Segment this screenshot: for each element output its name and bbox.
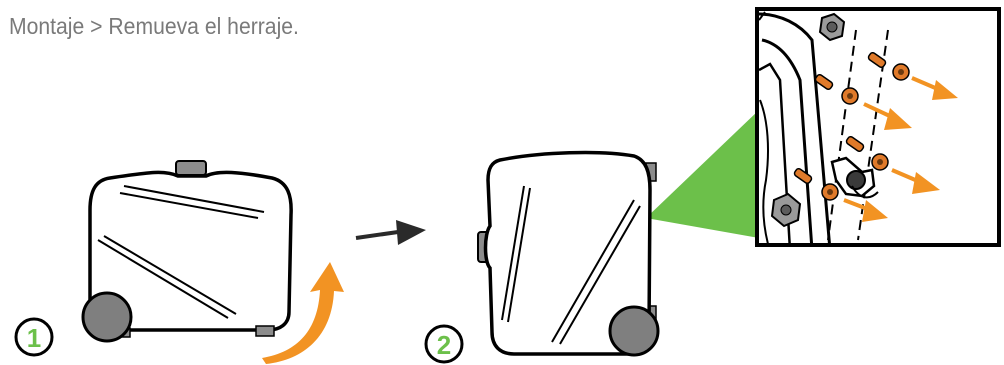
rotate-arrow-icon — [262, 262, 344, 364]
frame-edge — [759, 62, 791, 243]
reflection-line — [507, 187, 531, 323]
bolt — [867, 51, 887, 69]
wheel — [608, 305, 660, 357]
removal-arrow — [891, 168, 940, 194]
step-2-illustration — [477, 150, 660, 357]
orange-nut — [892, 63, 910, 81]
reflection-line — [559, 205, 641, 345]
reflection-line — [551, 199, 635, 343]
reflection-line — [97, 239, 229, 319]
bolt — [793, 167, 813, 185]
hex-nut — [770, 192, 802, 228]
orange-nut — [821, 183, 839, 201]
zoom-callout — [755, 7, 1001, 247]
hex-nut — [818, 12, 846, 42]
orange-nut — [871, 153, 889, 171]
foot — [255, 325, 275, 337]
handle-knob — [175, 160, 207, 176]
instruction-title: Montaje > Remueva el herraje. — [9, 13, 299, 39]
step-2-number: 2 — [437, 330, 451, 360]
step-1-badge: 1 — [14, 317, 54, 357]
removal-arrow — [863, 102, 912, 130]
transition-arrow-icon — [355, 220, 426, 245]
step-1-illustration — [81, 160, 293, 343]
orange-nut — [841, 87, 859, 105]
reflection-line — [501, 185, 525, 321]
frame-edge — [759, 12, 831, 243]
step-1-number: 1 — [27, 323, 41, 353]
zoom-beam — [646, 110, 759, 238]
bolt — [814, 73, 834, 91]
step-2-badge: 2 — [424, 324, 464, 364]
frame-edge — [761, 38, 814, 243]
reflection-line — [123, 185, 265, 213]
reflection-line — [103, 235, 237, 315]
removal-arrow — [843, 198, 888, 222]
wheel — [81, 291, 133, 343]
reflection-line — [119, 192, 259, 219]
hinge-bracket — [830, 156, 879, 199]
bolt — [845, 135, 865, 153]
curved-arrow — [262, 262, 344, 364]
removal-arrow — [911, 76, 958, 100]
